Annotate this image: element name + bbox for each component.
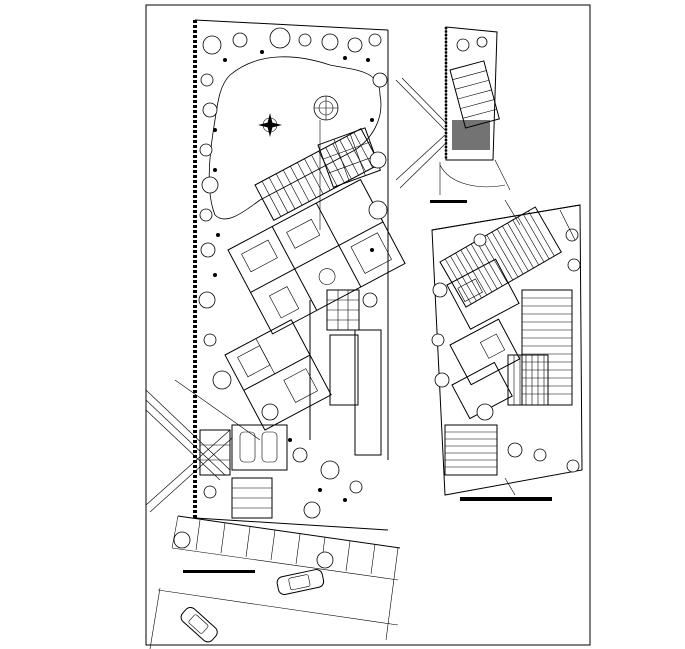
house-plan bbox=[227, 178, 406, 335]
scale-bar-main bbox=[183, 570, 255, 573]
pergola bbox=[254, 127, 381, 221]
pergola-upper bbox=[317, 127, 382, 188]
key-plan bbox=[395, 26, 511, 203]
lawn-area bbox=[208, 56, 382, 220]
lot-boundary bbox=[193, 19, 389, 531]
car-parked bbox=[180, 606, 218, 643]
street bbox=[149, 515, 401, 649]
feature-tree bbox=[313, 95, 339, 121]
scale-bar-key bbox=[430, 200, 467, 203]
car-street bbox=[276, 569, 325, 595]
north-arrow bbox=[258, 113, 282, 137]
garage bbox=[199, 424, 288, 476]
site-diagonals bbox=[145, 379, 261, 513]
entry-steps bbox=[231, 477, 273, 519]
main-site-plan bbox=[145, 19, 406, 649]
scale-bar-roof bbox=[460, 497, 552, 501]
roof-plan bbox=[431, 199, 583, 501]
house-wing bbox=[224, 319, 332, 431]
planting-belt bbox=[198, 27, 388, 519]
courtyard-paving bbox=[309, 289, 382, 456]
sheet-border bbox=[145, 4, 591, 646]
